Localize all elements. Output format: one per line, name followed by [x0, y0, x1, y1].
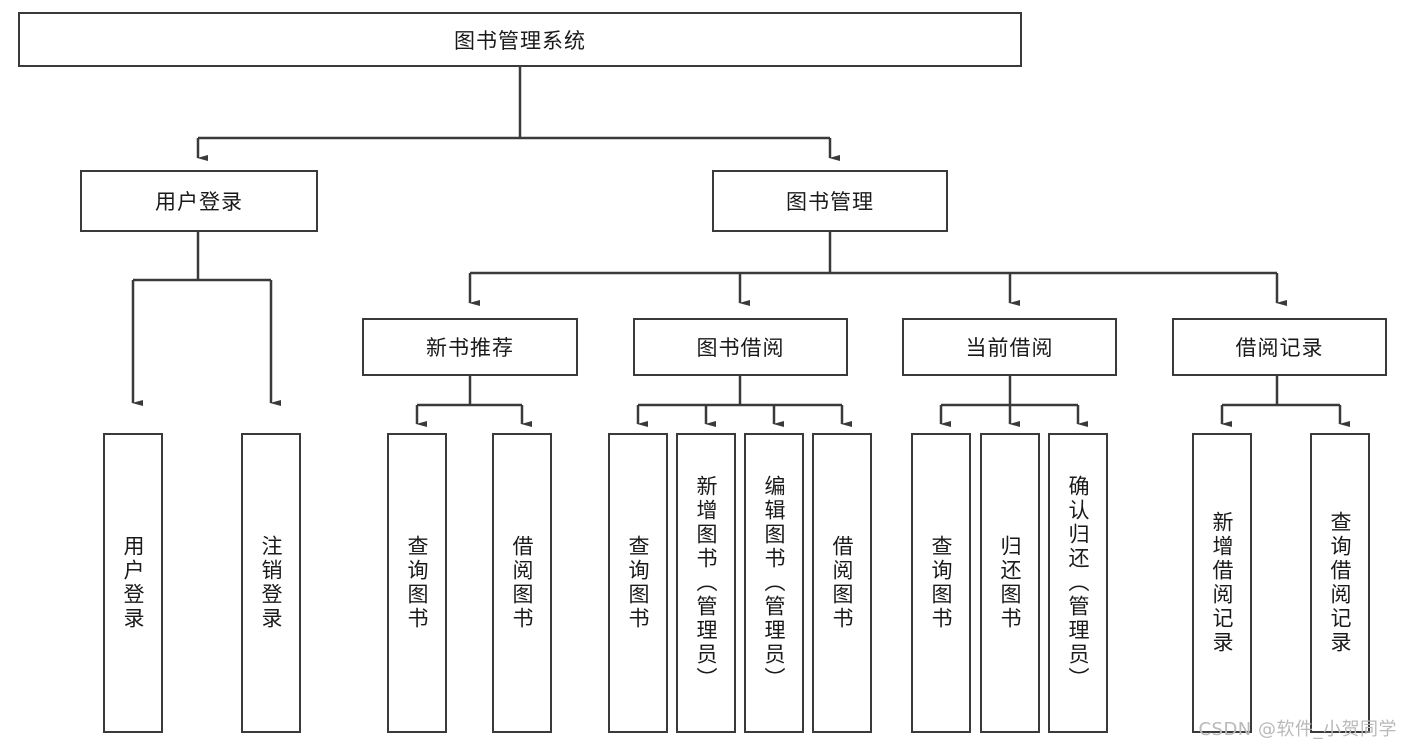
- node-leaf-recommend-borrow-book[interactable]: 借阅图书: [492, 433, 552, 733]
- node-book-borrow[interactable]: 图书借阅: [633, 318, 848, 376]
- node-borrow-record-label: 借阅记录: [1235, 336, 1324, 360]
- node-leaf-user-login-label: 用户登录: [121, 535, 146, 631]
- node-leaf-recommend-query-book-label: 查询图书: [405, 535, 430, 631]
- node-root-system-label: 图书管理系统: [454, 28, 586, 53]
- node-leaf-add-book-admin-label: 新增图书（管理员）: [694, 475, 719, 691]
- node-leaf-edit-book-admin-label: 编辑图书（管理员）: [762, 475, 787, 691]
- node-leaf-user-logout-label: 注销登录: [259, 535, 284, 631]
- node-root-system[interactable]: 图书管理系统: [18, 12, 1022, 67]
- node-new-book-recommend[interactable]: 新书推荐: [362, 318, 578, 376]
- node-leaf-edit-book-admin[interactable]: 编辑图书（管理员）: [744, 433, 804, 733]
- node-new-book-recommend-label: 新书推荐: [426, 336, 514, 360]
- node-leaf-confirm-return-admin[interactable]: 确认归还（管理员）: [1048, 433, 1108, 733]
- node-leaf-confirm-return-admin-label: 确认归还（管理员）: [1066, 475, 1091, 691]
- node-borrow-record[interactable]: 借阅记录: [1172, 318, 1387, 376]
- node-leaf-recommend-borrow-book-label: 借阅图书: [510, 535, 535, 631]
- node-leaf-add-borrow-record[interactable]: 新增借阅记录: [1192, 433, 1252, 733]
- node-user-login[interactable]: 用户登录: [80, 170, 318, 232]
- node-leaf-query-borrow-record-label: 查询借阅记录: [1328, 511, 1353, 655]
- node-leaf-recommend-query-book[interactable]: 查询图书: [387, 433, 447, 733]
- node-user-login-label: 用户登录: [155, 190, 243, 214]
- node-leaf-return-book-label: 归还图书: [998, 535, 1023, 631]
- node-current-borrow[interactable]: 当前借阅: [902, 318, 1117, 376]
- node-leaf-borrow-query-book-label: 查询图书: [626, 535, 651, 631]
- node-leaf-add-book-admin[interactable]: 新增图书（管理员）: [676, 433, 736, 733]
- node-current-borrow-label: 当前借阅: [965, 336, 1054, 360]
- node-leaf-borrow-book[interactable]: 借阅图书: [812, 433, 872, 733]
- node-leaf-user-login[interactable]: 用户登录: [103, 433, 163, 733]
- node-leaf-borrow-book-label: 借阅图书: [830, 535, 855, 631]
- node-book-borrow-label: 图书借阅: [696, 336, 785, 360]
- node-leaf-current-query-book[interactable]: 查询图书: [911, 433, 971, 733]
- watermark-text: CSDN @软件_小贺同学: [1198, 719, 1397, 740]
- node-leaf-return-book[interactable]: 归还图书: [980, 433, 1040, 733]
- node-leaf-borrow-query-book[interactable]: 查询图书: [608, 433, 668, 733]
- node-leaf-current-query-book-label: 查询图书: [929, 535, 954, 631]
- node-leaf-add-borrow-record-label: 新增借阅记录: [1210, 511, 1235, 655]
- node-leaf-user-logout[interactable]: 注销登录: [241, 433, 301, 733]
- node-book-manage[interactable]: 图书管理: [712, 170, 948, 232]
- node-book-manage-label: 图书管理: [786, 190, 874, 214]
- node-leaf-query-borrow-record[interactable]: 查询借阅记录: [1310, 433, 1370, 733]
